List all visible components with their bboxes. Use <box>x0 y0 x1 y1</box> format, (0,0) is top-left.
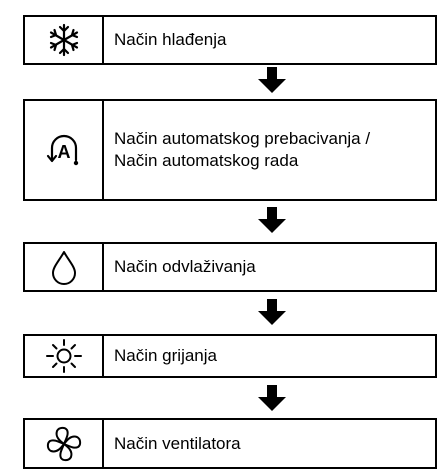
mode-label-line2: Način automatskog rada <box>114 151 299 170</box>
mode-label: Način hlađenja <box>114 30 227 49</box>
label-cell: Način automatskog prebacivanja / Način a… <box>104 101 435 199</box>
label-cell: Način ventilatora <box>104 420 435 467</box>
mode-row-fan: Način ventilatora <box>23 418 437 469</box>
arrow-down-icon <box>258 67 286 93</box>
arrow-down-icon <box>258 299 286 325</box>
mode-row-dehumidify: Način odvlaživanja <box>23 242 437 292</box>
sun-icon <box>45 339 82 373</box>
auto-mode-letter: A <box>57 142 70 162</box>
arrow-down-icon <box>258 207 286 233</box>
mode-label: Način grijanja <box>114 346 217 365</box>
arrow-down-icon <box>258 385 286 411</box>
auto-mode-icon: A <box>46 134 78 166</box>
snowflake-icon <box>49 23 78 57</box>
label-cell: Način grijanja <box>104 336 435 376</box>
label-cell: Način hlađenja <box>104 17 435 63</box>
mode-row-cooling: Način hlađenja <box>23 15 437 65</box>
icon-cell: A <box>25 101 104 199</box>
icon-cell <box>25 17 104 63</box>
mode-label: Način automatskog prebacivanja / <box>114 129 371 148</box>
mode-label: Način odvlaživanja <box>114 257 256 276</box>
label-cell: Način odvlaživanja <box>104 244 435 290</box>
mode-row-heating: Način grijanja <box>23 334 437 378</box>
water-drop-icon <box>51 251 76 285</box>
icon-cell <box>25 336 104 376</box>
mode-label: Način ventilatora <box>114 433 241 453</box>
icon-cell <box>25 420 104 467</box>
fan-icon <box>46 426 81 461</box>
icon-cell <box>25 244 104 290</box>
mode-row-auto: A Način automatskog prebacivanja / Način… <box>23 99 437 201</box>
